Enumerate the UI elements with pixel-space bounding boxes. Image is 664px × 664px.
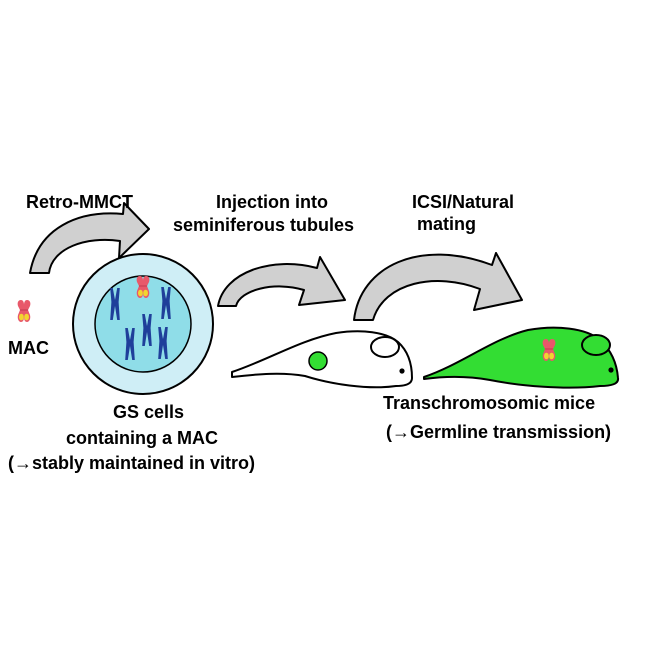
gs-cells-label-line3: (→stably maintained in vitro) — [8, 453, 256, 473]
curved-arrow-icon — [29, 202, 150, 274]
mouse-icon — [423, 326, 620, 389]
curved-arrow-icon — [353, 252, 523, 321]
transchromosomic-label-line2: (→Germline transmission) — [386, 422, 612, 442]
icsi-label-line1: ICSI/Natural — [412, 192, 515, 212]
gs-cells-label-line2: containing a MAC — [66, 428, 218, 448]
mac-label: MAC — [8, 338, 49, 358]
mac-chromosome-icon — [17, 299, 31, 323]
injection-label-line1: Injection into — [216, 192, 328, 212]
curved-arrow-icon — [217, 256, 346, 307]
retro-mmct-label: Retro-MMCT — [26, 192, 133, 212]
injection-label-line2: seminiferous tubules — [173, 215, 355, 235]
gs-cells-label-line1: GS cells — [113, 402, 185, 422]
mouse-icon — [231, 330, 413, 389]
icsi-label-line2: mating — [417, 214, 477, 234]
transchromosomic-label-line1: Transchromosomic mice — [383, 393, 596, 413]
